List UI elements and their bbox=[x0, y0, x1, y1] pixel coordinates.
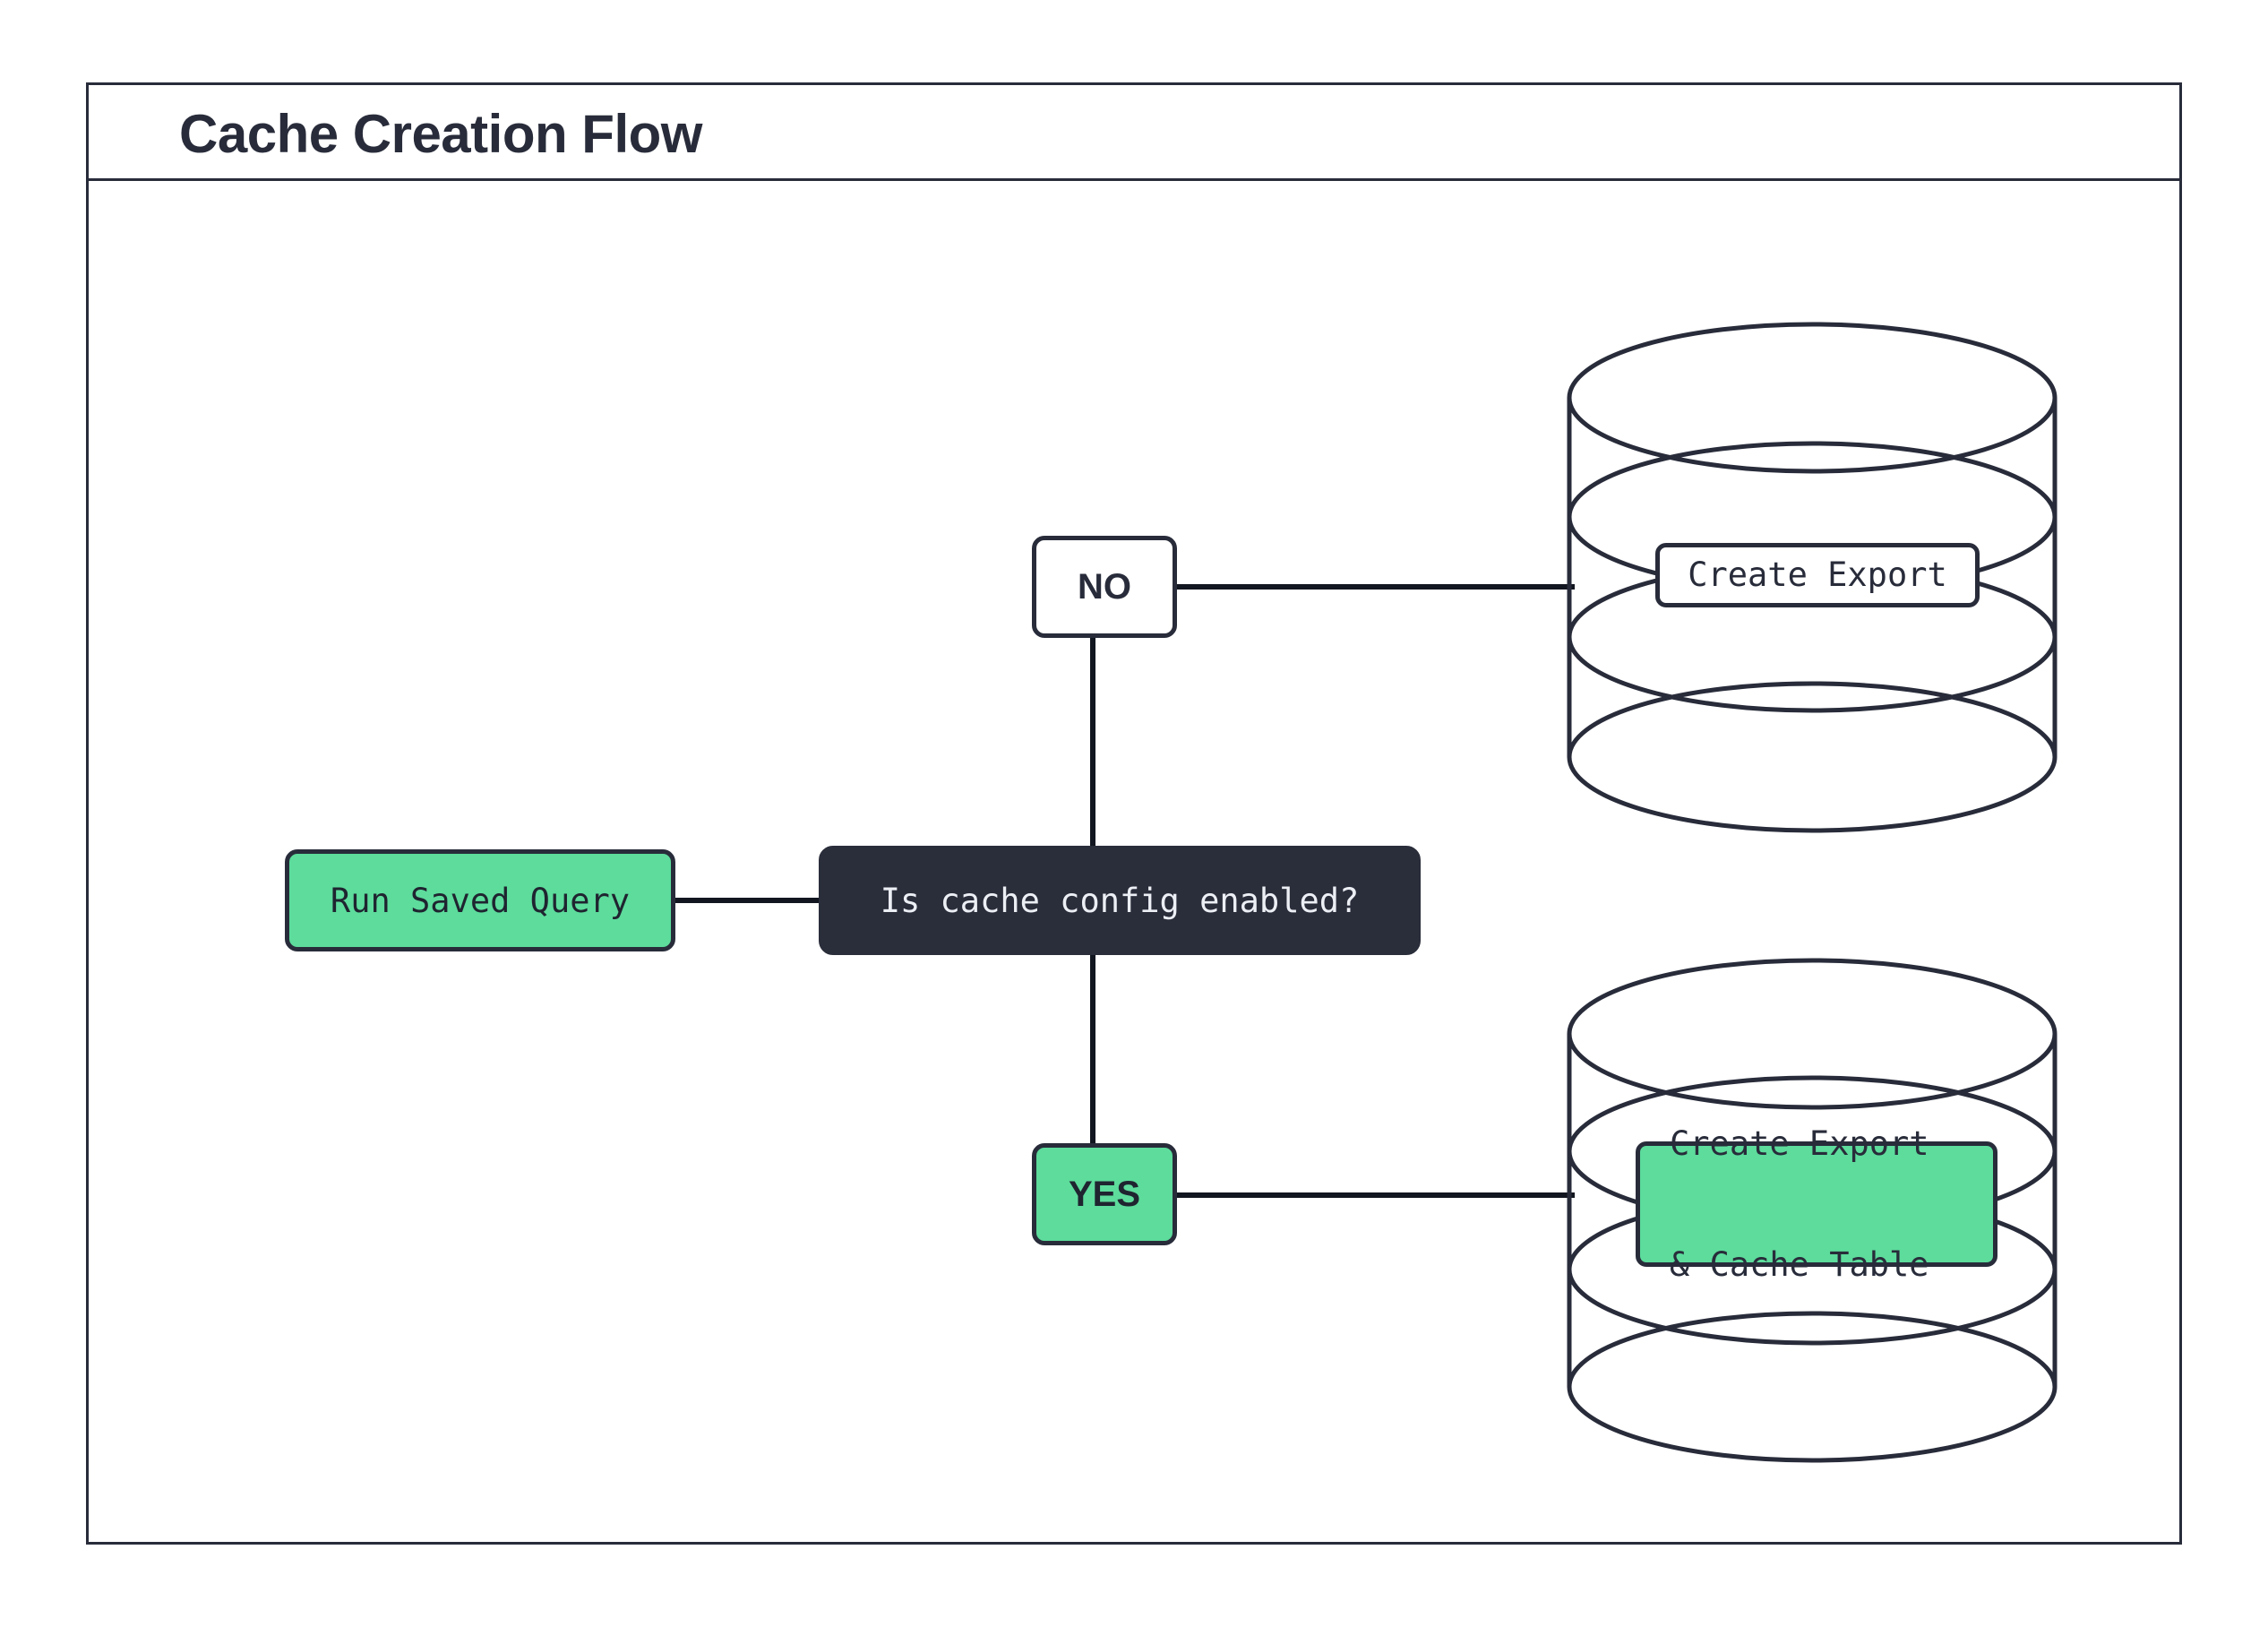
node-branch-yes[interactable]: YES bbox=[1032, 1143, 1177, 1245]
page-title: Cache Creation Flow bbox=[179, 104, 702, 164]
database-bottom-label[interactable]: Create Export & Cache Table bbox=[1636, 1124, 1997, 1284]
node-decision-is-cache-config-enabled[interactable]: Is cache config enabled? bbox=[819, 846, 1421, 955]
database-bottom-label-line-2: & Cache Table bbox=[1670, 1245, 1929, 1285]
node-branch-no[interactable]: NO bbox=[1032, 536, 1177, 638]
node-run-saved-query[interactable]: Run Saved Query bbox=[285, 849, 675, 951]
diagram-title-bar bbox=[89, 85, 2179, 181]
database-bottom-label-lines: Create Export & Cache Table bbox=[1670, 1043, 1929, 1366]
database-top-label[interactable]: Create Export bbox=[1655, 543, 1980, 607]
database-top-label-line-1: Create Export bbox=[1688, 555, 1947, 595]
database-bottom-label-line-1: Create Export bbox=[1670, 1123, 1929, 1163]
